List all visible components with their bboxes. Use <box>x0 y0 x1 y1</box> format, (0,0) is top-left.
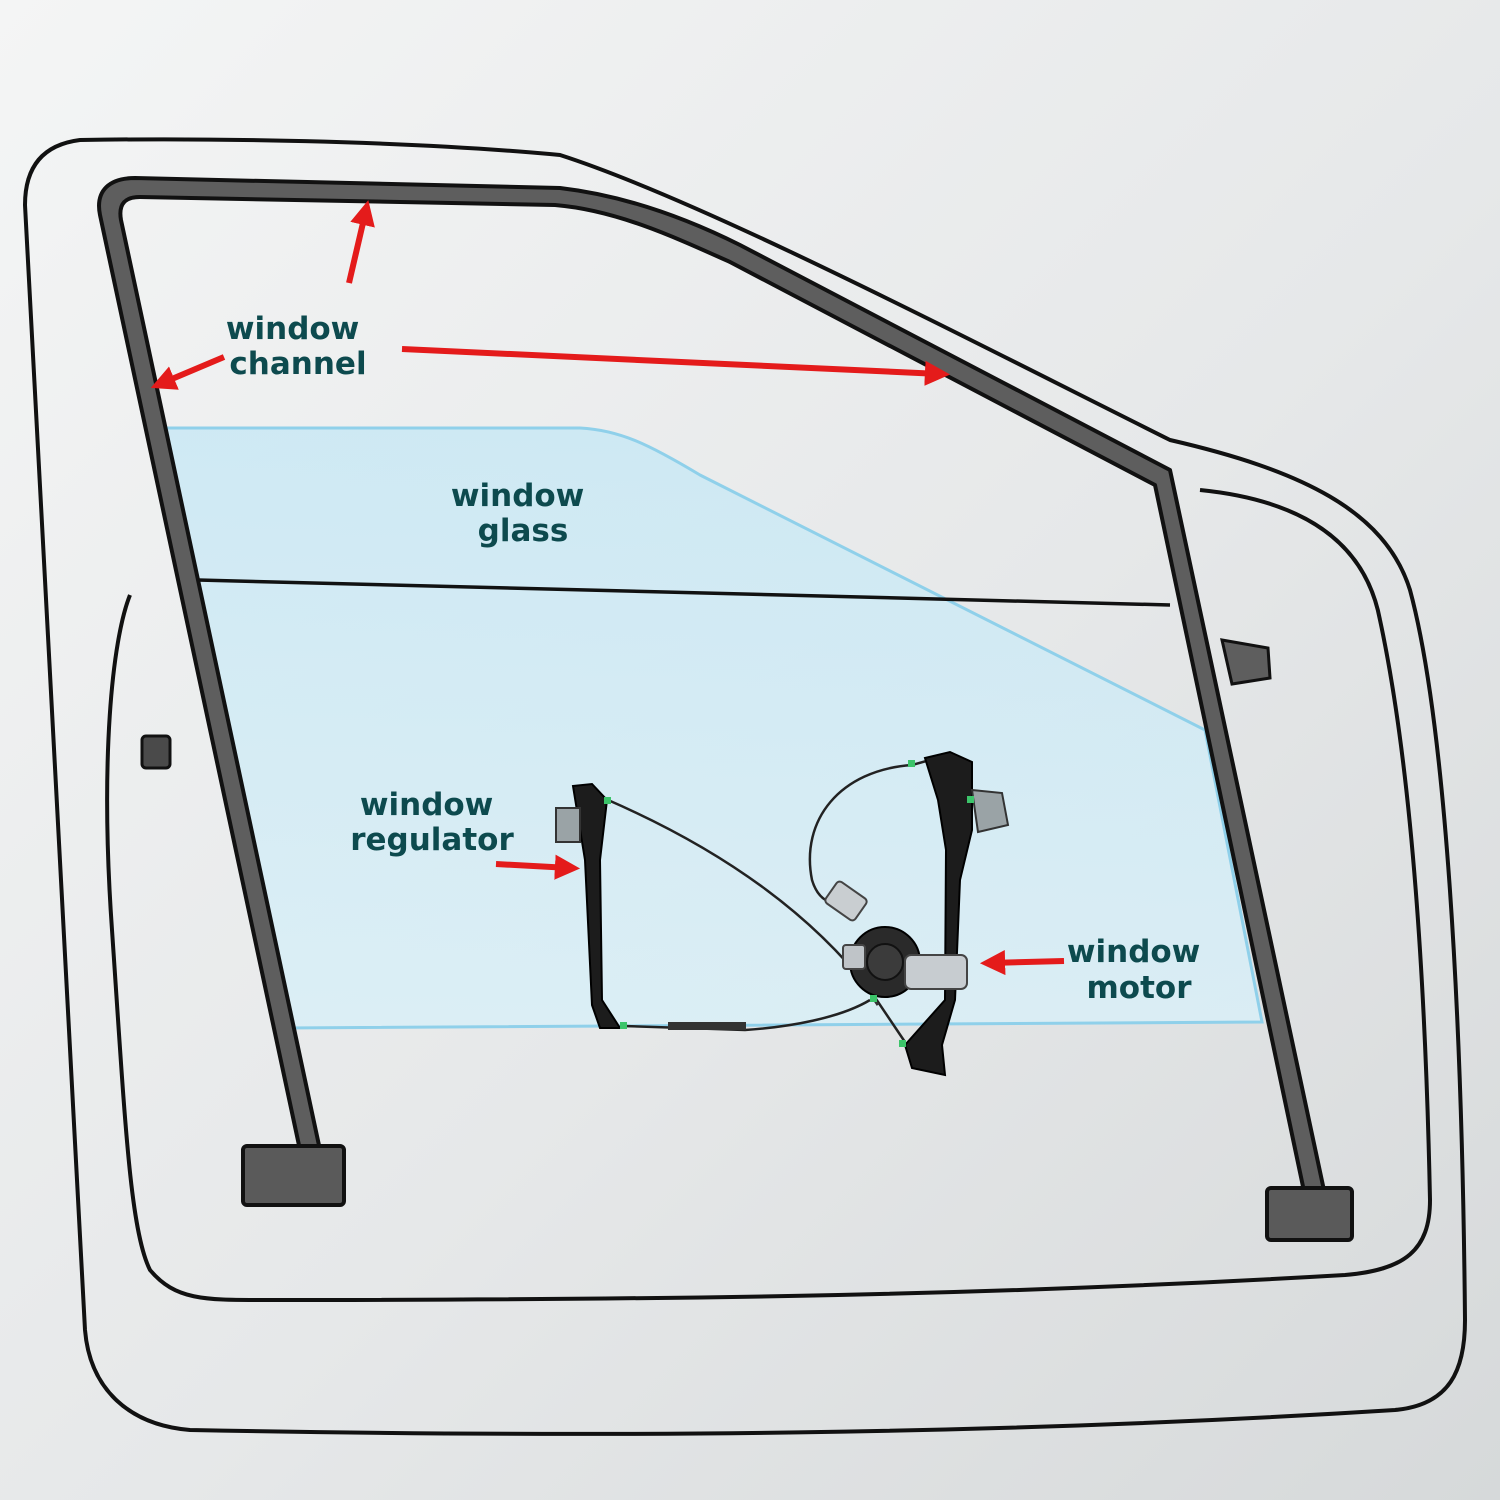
door-inner-outline <box>105 488 1433 1303</box>
regulator-cable-sleeve <box>668 1022 746 1030</box>
label-window-regulator: window regulator <box>350 787 514 858</box>
arrow-regulator <box>495 854 581 880</box>
label-glass-line2: glass <box>478 513 569 549</box>
pointer-arrows <box>150 200 1065 976</box>
label-channel-line1: window <box>226 311 359 347</box>
arrow-channel-right <box>401 346 951 386</box>
arrow-channel-top <box>346 200 375 284</box>
arrow-motor <box>979 949 1065 976</box>
label-window-glass: window glass <box>451 478 595 549</box>
label-window-channel: window channel <box>226 311 370 382</box>
door-outer-outline <box>22 137 1468 1436</box>
channel-foot-left <box>241 1144 346 1207</box>
regulator-right-rail <box>903 750 1010 1077</box>
regulator-clips <box>604 760 974 1047</box>
label-motor-line2: motor <box>1086 970 1192 1006</box>
window-glass <box>146 426 1264 1030</box>
label-motor-line1: window <box>1067 934 1200 970</box>
label-regulator-line2: regulator <box>350 822 514 858</box>
label-channel-line2: channel <box>229 346 366 382</box>
door-belt-line <box>197 578 1171 607</box>
arrow-channel-left <box>150 354 226 390</box>
label-regulator-line1: window <box>360 787 493 823</box>
regulator-left-rail <box>555 782 622 1029</box>
channel-foot-right <box>1265 1186 1354 1242</box>
channel-tab-right <box>1220 638 1272 686</box>
channel-tab-left <box>140 734 172 770</box>
label-window-motor: window motor <box>1067 934 1211 1006</box>
label-glass-line1: window <box>451 478 584 514</box>
